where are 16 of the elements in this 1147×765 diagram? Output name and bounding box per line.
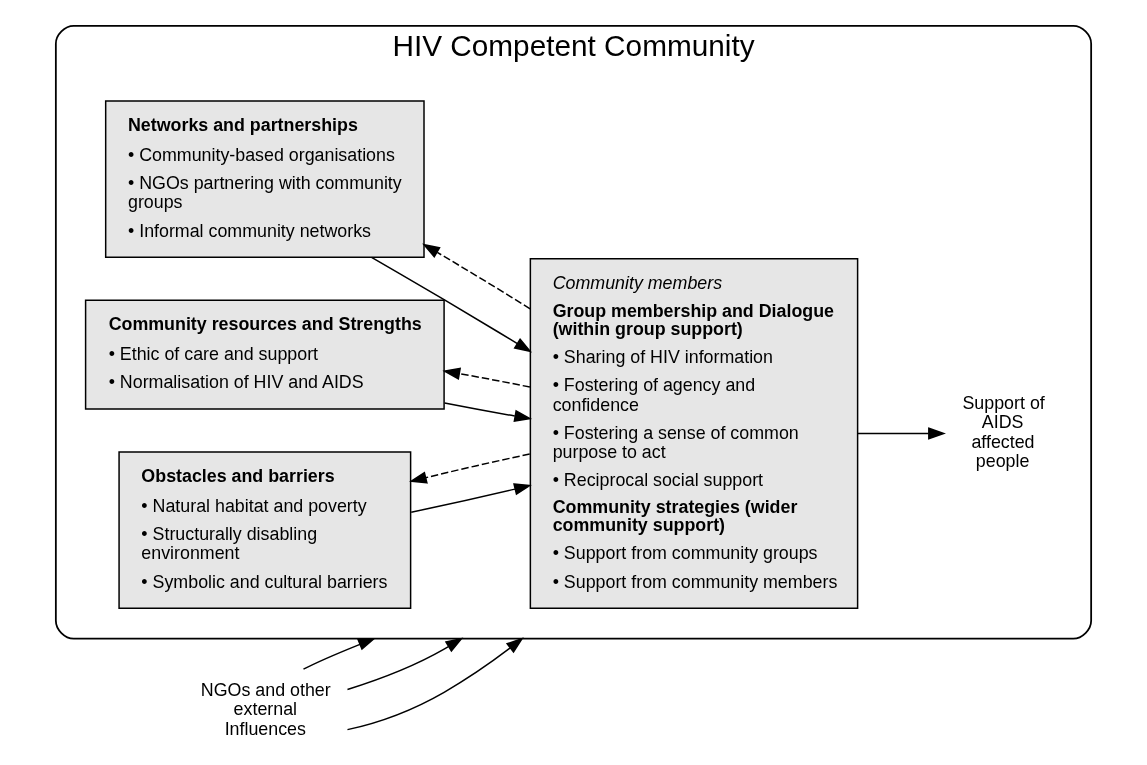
arrow <box>409 453 531 484</box>
node-box: Obstacles and barriers • Natural habitat and poverty • Structurally disabling environment • Symbolic and cultural barriers <box>118 451 412 609</box>
node-box: Community members Group membership and Dialogue (within group support) • Sharing of HIV information • Fostering of agency and confidence • Fostering a sense of common purpose to act • Reciprocal social support Community strategies (wider community support) • Support from community groups • Support from community members <box>529 257 859 609</box>
node-text: Support of AIDS affected people <box>962 393 1045 472</box>
arrow <box>422 243 531 310</box>
arrow <box>346 637 464 691</box>
node-text: NGOs and other external Influences <box>200 680 331 739</box>
arrow <box>442 367 531 388</box>
node-box: Networks and partnerships • Community-based organisations • NGOs partnering with community groups • Informal community networks <box>104 100 425 258</box>
arrow <box>856 427 946 440</box>
node-box: Community resources and Strengths • Ethic of care and support • Normalisation of HIV and AIDS <box>84 299 445 410</box>
arrow <box>370 256 533 353</box>
arrow <box>443 402 533 423</box>
arrow <box>346 637 524 731</box>
arrow <box>302 637 376 670</box>
arrow <box>410 483 532 513</box>
